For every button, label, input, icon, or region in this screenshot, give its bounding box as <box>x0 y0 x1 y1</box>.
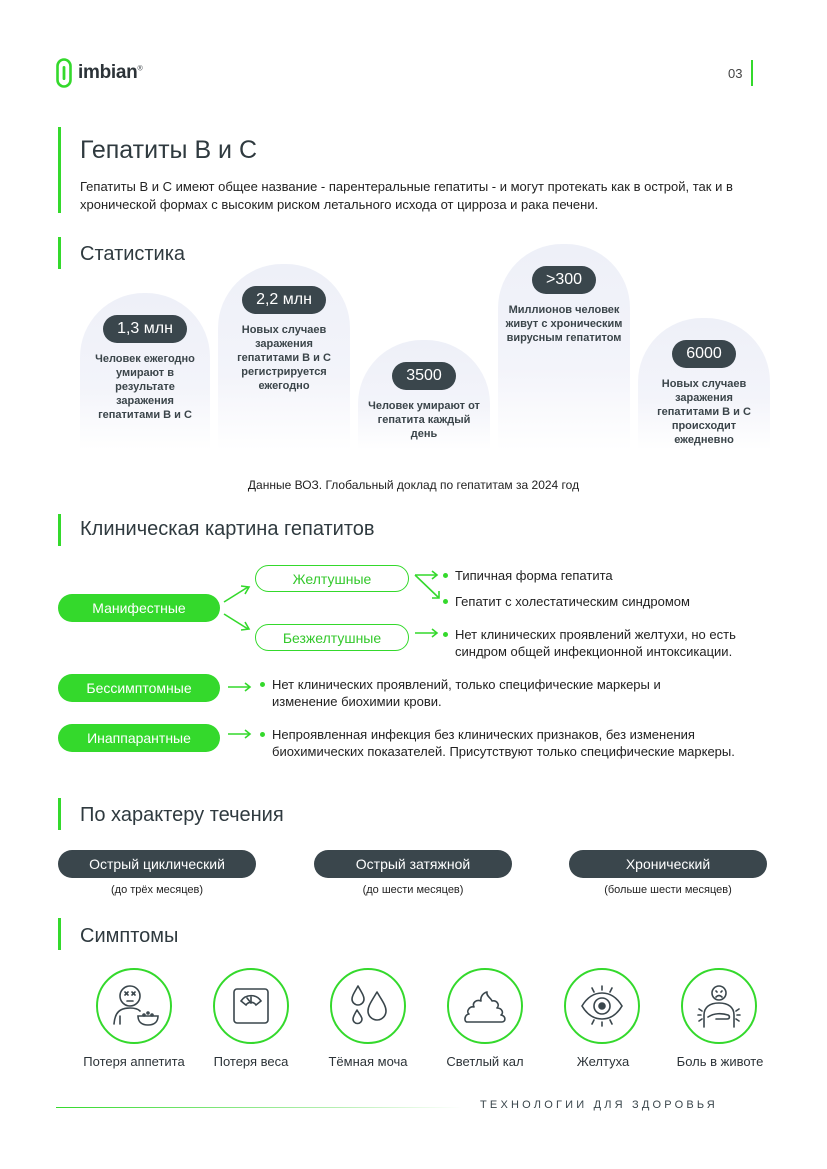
eye-icon <box>581 985 623 1027</box>
symptom-circle <box>447 968 523 1044</box>
logo-text: imbian® <box>78 62 143 83</box>
course-note: (до шести месяцев) <box>362 884 464 896</box>
asymptomatic-arrow-icon <box>228 682 252 692</box>
inapparent-arrow-icon <box>228 729 252 739</box>
stats-title: Статистика <box>80 243 186 265</box>
symptom-circle <box>564 968 640 1044</box>
stomach-pain-icon <box>697 985 741 1028</box>
inapparent-pill: Инаппарантные <box>58 724 220 752</box>
stat-text: Человек ежегодно умирают в результате за… <box>95 353 195 421</box>
page-number: 03 <box>728 60 768 86</box>
symptom-label: Желтуха <box>576 1054 630 1069</box>
course-pill: Острый затяжной <box>314 850 512 878</box>
stat-text: Новых случаев заражения гепатитами B и C… <box>657 378 751 446</box>
anicteric-point: Нет клинических проявлений желтухи, но е… <box>443 626 775 660</box>
symptom-label: Потеря веса <box>213 1054 289 1069</box>
stat-card: >300 Миллионов человек живут с хроническ… <box>498 244 630 450</box>
symptoms-title: Симптомы <box>80 925 179 947</box>
branch-arrows-icon <box>223 585 251 631</box>
imbian-logo-icon <box>56 58 72 88</box>
scale-icon <box>233 988 269 1024</box>
stat-card: 2,2 млн Новых случаев заражения гепатита… <box>218 264 350 450</box>
icteric-arrows-icon <box>414 570 440 599</box>
anicteric-pill: Безжелтушные <box>255 624 409 651</box>
stats-source: Данные ВОЗ. Глобальный доклад по гепатит… <box>247 478 580 492</box>
intro-text: Гепатиты B и C имеют общее название - па… <box>80 179 733 212</box>
stat-text: Человек умирают от гепатита каждый день <box>368 400 480 440</box>
course-pill: Хронический <box>569 850 767 878</box>
footer-divider <box>56 1107 462 1108</box>
brand-logo: imbian® <box>56 58 143 88</box>
symptom-circle <box>330 968 406 1044</box>
stat-text: Миллионов человек живут с хроническим ви… <box>505 304 623 344</box>
stat-value: 3500 <box>392 362 456 390</box>
bullet-dot <box>443 632 448 637</box>
section-bar <box>58 918 61 950</box>
stat-value: 1,3 млн <box>103 315 187 343</box>
manifest-pill: Манифестные <box>58 594 220 622</box>
bullet-dot <box>443 573 448 578</box>
no-appetite-icon <box>113 985 159 1026</box>
section-bar <box>58 127 61 213</box>
stat-value: 6000 <box>672 340 736 368</box>
drops-icon <box>351 985 387 1025</box>
bullet-dot <box>260 732 265 737</box>
clinical-title: Клиническая картина гепатитов <box>80 518 375 540</box>
symptom-circle <box>213 968 289 1044</box>
stat-text: Новых случаев заражения гепатитами B и C… <box>237 324 331 392</box>
symptom-label: Боль в животе <box>676 1054 764 1069</box>
icteric-point: Гепатит с холестатическим синдромом <box>443 593 775 610</box>
icteric-point: Типичная форма гепатита <box>443 567 775 584</box>
stool-icon <box>464 991 506 1023</box>
stat-value: 2,2 млн <box>242 286 326 314</box>
anicteric-arrow-icon <box>415 628 439 638</box>
symptom-circle <box>96 968 172 1044</box>
page-number-text: 03 <box>728 65 743 81</box>
inapparent-point: Непроявленная инфекция без клинических п… <box>260 726 762 760</box>
stat-card: 6000 Новых случаев заражения гепатитами … <box>638 318 770 450</box>
course-note: (больше шести месяцев) <box>604 884 732 896</box>
symptom-label: Светлый кал <box>446 1054 524 1069</box>
footer-tagline: ТЕХНОЛОГИИ ДЛЯ ЗДОРОВЬЯ <box>480 1099 718 1111</box>
symptom-label: Потеря аппетита <box>83 1054 185 1069</box>
asymptomatic-pill: Бессимптомные <box>58 674 220 702</box>
section-bar <box>58 798 61 830</box>
course-note: (до трёх месяцев) <box>110 884 204 896</box>
bullet-dot <box>260 682 265 687</box>
stat-value: >300 <box>531 266 597 294</box>
symptom-label: Тёмная моча <box>328 1054 408 1069</box>
page-title: Гепатиты B и C <box>80 136 258 164</box>
section-bar <box>58 237 61 269</box>
stat-card: 1,3 млн Человек ежегодно умирают в резул… <box>80 293 210 450</box>
asymptomatic-point: Нет клинических проявлений, только специ… <box>260 676 712 710</box>
icteric-pill: Желтушные <box>255 565 409 592</box>
bullet-dot <box>443 599 448 604</box>
section-bar <box>58 514 61 546</box>
course-title: По характеру течения <box>80 804 284 826</box>
course-pill: Острый циклический <box>58 850 256 878</box>
stat-card: 3500 Человек умирают от гепатита каждый … <box>358 340 490 450</box>
symptom-circle <box>681 968 757 1044</box>
page-number-divider <box>751 60 754 86</box>
